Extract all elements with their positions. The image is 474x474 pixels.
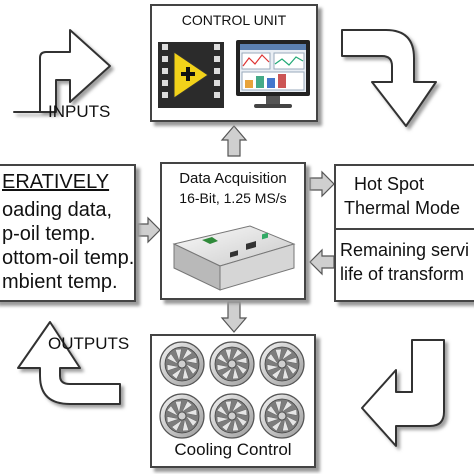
daq-device-icon xyxy=(172,225,296,291)
cooling-control-box: Cooling Control xyxy=(150,334,316,468)
fan-icon xyxy=(209,393,255,439)
fan-icon xyxy=(159,393,205,439)
iteratively-heading: ERATIVELY xyxy=(2,171,110,193)
inputs-curved-arrow xyxy=(13,29,111,113)
fan-grid xyxy=(159,341,305,439)
hotspot-divider xyxy=(336,228,474,230)
hotspot-note-line-1: Remaining servi xyxy=(340,240,470,260)
iteratively-to-daq-arrow xyxy=(137,216,161,244)
input-loading-data: oading data, xyxy=(2,199,113,221)
control-unit-box: CONTROL UNIT xyxy=(150,4,318,122)
connector-arrows xyxy=(137,125,335,333)
fan-icon xyxy=(259,341,305,387)
daq-to-control-arrow xyxy=(220,125,248,157)
hotspot-to-cooling-curved-arrow xyxy=(361,339,445,447)
hotspot-title-line-2: Thermal Mode xyxy=(344,198,461,218)
daq-to-hotspot-arrow xyxy=(309,170,335,198)
outputs-label: OUTPUTS xyxy=(48,334,130,353)
iteratively-inputs-box: ERATIVELY oading data, p-oil temp. ottom… xyxy=(0,164,136,302)
daq-spec: 16-Bit, 1.25 MS/s xyxy=(179,190,287,206)
control-to-hotspot-curved-arrow xyxy=(341,29,437,127)
labview-vi-icon xyxy=(158,42,224,108)
hotspot-note-line-2: life of transform xyxy=(340,264,465,284)
control-unit-title: CONTROL UNIT xyxy=(181,12,287,28)
hot-spot-thermal-model-box: Hot Spot Thermal Mode Remaining servi li… xyxy=(334,164,474,302)
hotspot-to-daq-arrow xyxy=(309,248,335,276)
fan-icon xyxy=(209,341,255,387)
cooling-control-label: Cooling Control xyxy=(174,440,292,459)
fan-icon xyxy=(259,393,305,439)
daq-title: Data Acquisition xyxy=(179,170,287,187)
data-acquisition-box: Data Acquisition 16-Bit, 1.25 MS/s xyxy=(160,162,306,300)
input-top-oil-temp: p-oil temp. xyxy=(2,223,96,245)
inputs-label: INPUTS xyxy=(48,102,111,121)
daq-to-cooling-arrow xyxy=(220,301,248,333)
input-bottom-oil-temp: ottom-oil temp. xyxy=(2,247,135,269)
input-ambient-temp: mbient temp. xyxy=(2,271,118,293)
control-unit-graphics xyxy=(158,40,310,108)
outputs-curved-arrow xyxy=(17,321,121,405)
cooling-fans-graphic xyxy=(159,341,305,439)
fan-icon xyxy=(159,341,205,387)
hotspot-title-line-1: Hot Spot xyxy=(354,174,425,194)
monitor-icon xyxy=(236,40,310,108)
